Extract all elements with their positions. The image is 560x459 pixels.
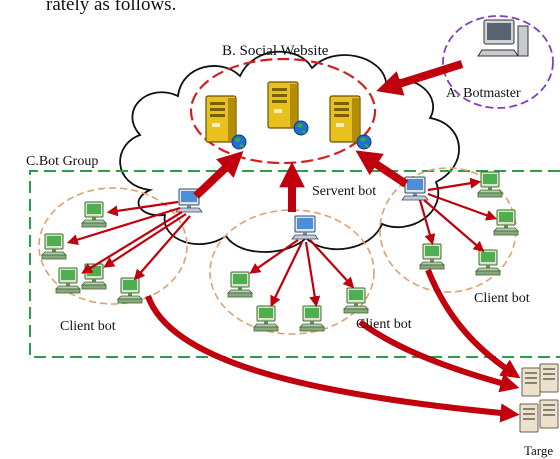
control-arrows xyxy=(66,177,498,308)
client-bot-icon xyxy=(493,209,519,236)
botmaster-pc-icon xyxy=(477,19,529,57)
client-bot-icon xyxy=(55,267,81,294)
client-bot-icon xyxy=(81,263,107,290)
target-label: Targe xyxy=(524,443,553,458)
client-bot-right-label: Client bot xyxy=(474,291,530,306)
client-bot-icon xyxy=(477,171,503,198)
client-bot-icon xyxy=(227,271,253,298)
servent-bot-middle-icon xyxy=(291,215,319,240)
servent-bot-label: Servent bot xyxy=(312,184,376,199)
bot-group-label: C.Bot Group xyxy=(26,154,98,169)
command-arrows xyxy=(193,60,464,212)
top-text: rately as follows. xyxy=(46,0,177,15)
client-bot-icon xyxy=(41,233,67,260)
bot-group-border xyxy=(29,170,560,358)
attack-arrows xyxy=(145,268,521,423)
cluster-left-ellipse xyxy=(38,187,188,305)
social-website-label: B. Social Website xyxy=(222,43,329,59)
social-website-ellipse xyxy=(189,57,377,165)
client-bot-left-label: Client bot xyxy=(60,319,116,334)
client-bot-icon xyxy=(81,201,107,228)
client-bot-icon xyxy=(475,249,501,276)
client-bot-middle-label: Client bot xyxy=(356,317,412,332)
cluster-middle-ellipse xyxy=(209,209,375,335)
client-bot-icon xyxy=(299,305,325,332)
client-bot-icon xyxy=(117,277,143,304)
client-bot-icon xyxy=(253,305,279,332)
target-server-icon xyxy=(519,363,559,433)
client-bot-icon xyxy=(419,243,445,270)
client-bot-icon xyxy=(343,287,369,314)
botmaster-label: A. Botmaster xyxy=(446,86,521,101)
botmaster-ellipse xyxy=(442,15,554,109)
